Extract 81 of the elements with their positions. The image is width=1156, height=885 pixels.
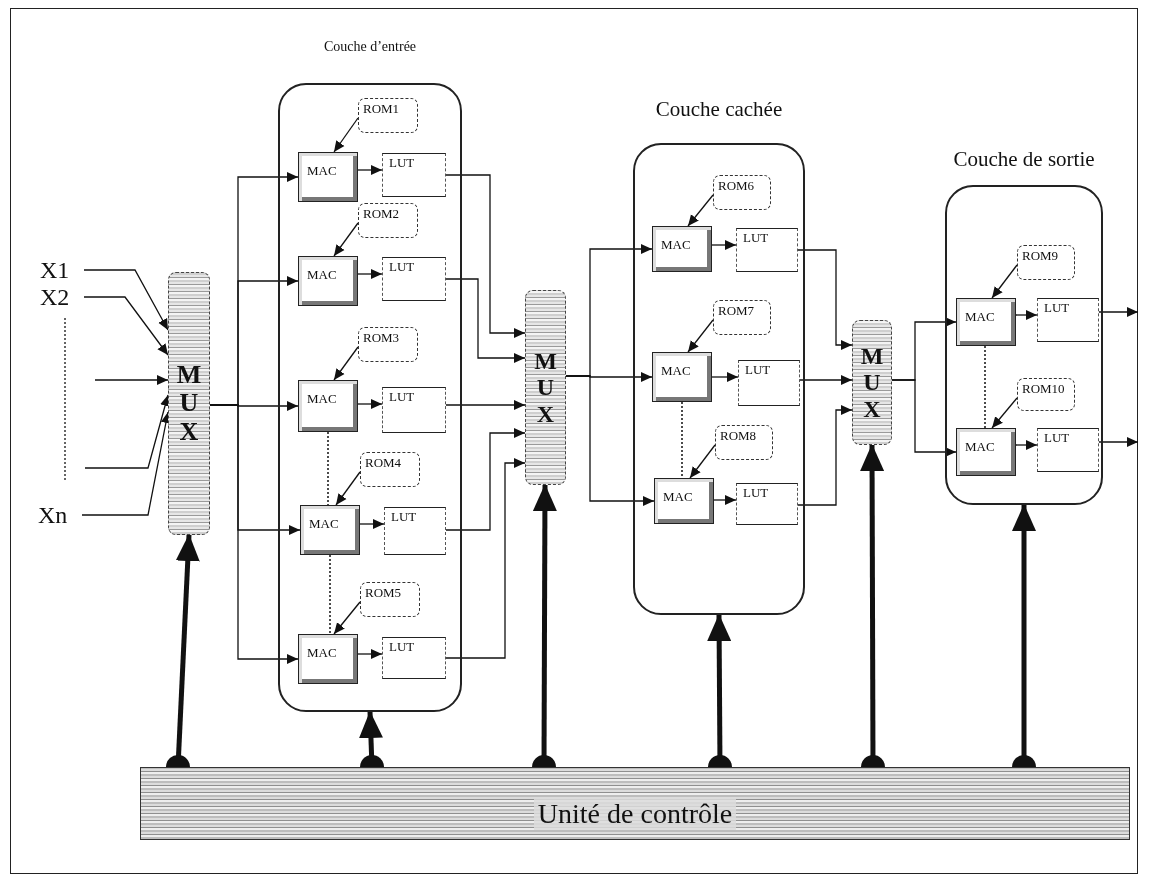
mac-unit-box: MAC: [652, 226, 712, 272]
arrow: [445, 174, 526, 338]
arrow: [991, 264, 1018, 299]
arrow: [84, 394, 170, 469]
control-unit-bar: [140, 767, 1130, 840]
mac-unit-box: MAC: [298, 380, 358, 432]
mac-unit-box: MAC: [298, 256, 358, 306]
input-label: Xn: [38, 501, 82, 529]
rom-box: ROM2: [358, 203, 418, 238]
lut-box: LUT: [382, 387, 446, 433]
arrow: [711, 372, 739, 382]
mac-unit-box: MAC: [298, 634, 358, 684]
rom-box: ROM6: [713, 175, 771, 210]
lut-box: LUT: [382, 637, 446, 679]
arrow: [333, 222, 359, 257]
arrow: [357, 165, 383, 175]
lut-box: LUT: [736, 228, 798, 272]
rom-box: ROM7: [713, 300, 771, 335]
arrow: [1098, 437, 1139, 447]
arrow: [1015, 310, 1038, 320]
arrow: [799, 375, 853, 385]
rom-box: ROM9: [1017, 245, 1075, 280]
arrow: [797, 405, 853, 506]
lut-box: LUT: [1037, 428, 1099, 472]
arrow: [83, 296, 169, 356]
arrow: [445, 278, 526, 363]
lut-box: LUT: [738, 360, 800, 406]
rom-box: ROM1: [358, 98, 418, 133]
layer-title: Couche d’entrée: [323, 39, 417, 55]
arrow: [1015, 440, 1038, 450]
mac-unit-box: MAC: [298, 152, 358, 202]
arrow: [359, 519, 385, 529]
arrow: [991, 397, 1018, 429]
multiplexer-box: MUX: [168, 272, 210, 535]
input-label: X2: [40, 283, 84, 311]
multiplexer-box: MUX: [525, 290, 566, 485]
arrow: [94, 375, 169, 385]
rom-box: ROM4: [360, 452, 420, 487]
arrow: [711, 240, 737, 250]
arrow: [445, 400, 526, 410]
mac-unit-box: MAC: [956, 428, 1016, 476]
arrow: [333, 601, 361, 635]
rom-box: ROM3: [358, 327, 418, 362]
arrow: [209, 404, 299, 664]
dotted-line: [329, 554, 331, 635]
layer-title: Couche de sortie: [953, 147, 1095, 172]
arrow: [1098, 307, 1139, 317]
arrow: [713, 495, 737, 505]
arrow: [335, 471, 361, 506]
arrow: [687, 319, 714, 353]
arrow: [357, 269, 383, 279]
lut-box: LUT: [1037, 298, 1099, 342]
arrow: [83, 269, 169, 331]
rom-box: ROM8: [715, 425, 773, 460]
arrow: [565, 375, 655, 506]
multiplexer-box: MUX: [852, 320, 892, 445]
dotted-line: [984, 345, 986, 429]
lut-box: LUT: [382, 153, 446, 197]
mac-unit-box: MAC: [652, 352, 712, 402]
arrow: [357, 399, 383, 409]
arrow: [797, 249, 853, 350]
mac-unit-box: MAC: [956, 298, 1016, 346]
control-unit-label: Unité de contrôle: [533, 797, 737, 830]
arrow: [891, 379, 957, 457]
arrow: [357, 649, 383, 659]
arrow: [333, 346, 359, 381]
mac-unit-box: MAC: [300, 505, 360, 555]
mac-unit-box: MAC: [654, 478, 714, 524]
arrow: [445, 458, 526, 659]
rom-box: ROM5: [360, 582, 420, 617]
dotted-line: [681, 401, 683, 479]
layer-title: Couche cachée: [655, 97, 783, 122]
arrow: [687, 194, 714, 227]
rom-box: ROM10: [1017, 378, 1075, 411]
lut-box: LUT: [382, 257, 446, 301]
arrow: [445, 428, 526, 531]
lut-box: LUT: [384, 507, 446, 555]
input-label: X1: [40, 256, 84, 284]
arrow: [689, 444, 716, 479]
lut-box: LUT: [736, 483, 798, 525]
arrow: [333, 117, 359, 153]
